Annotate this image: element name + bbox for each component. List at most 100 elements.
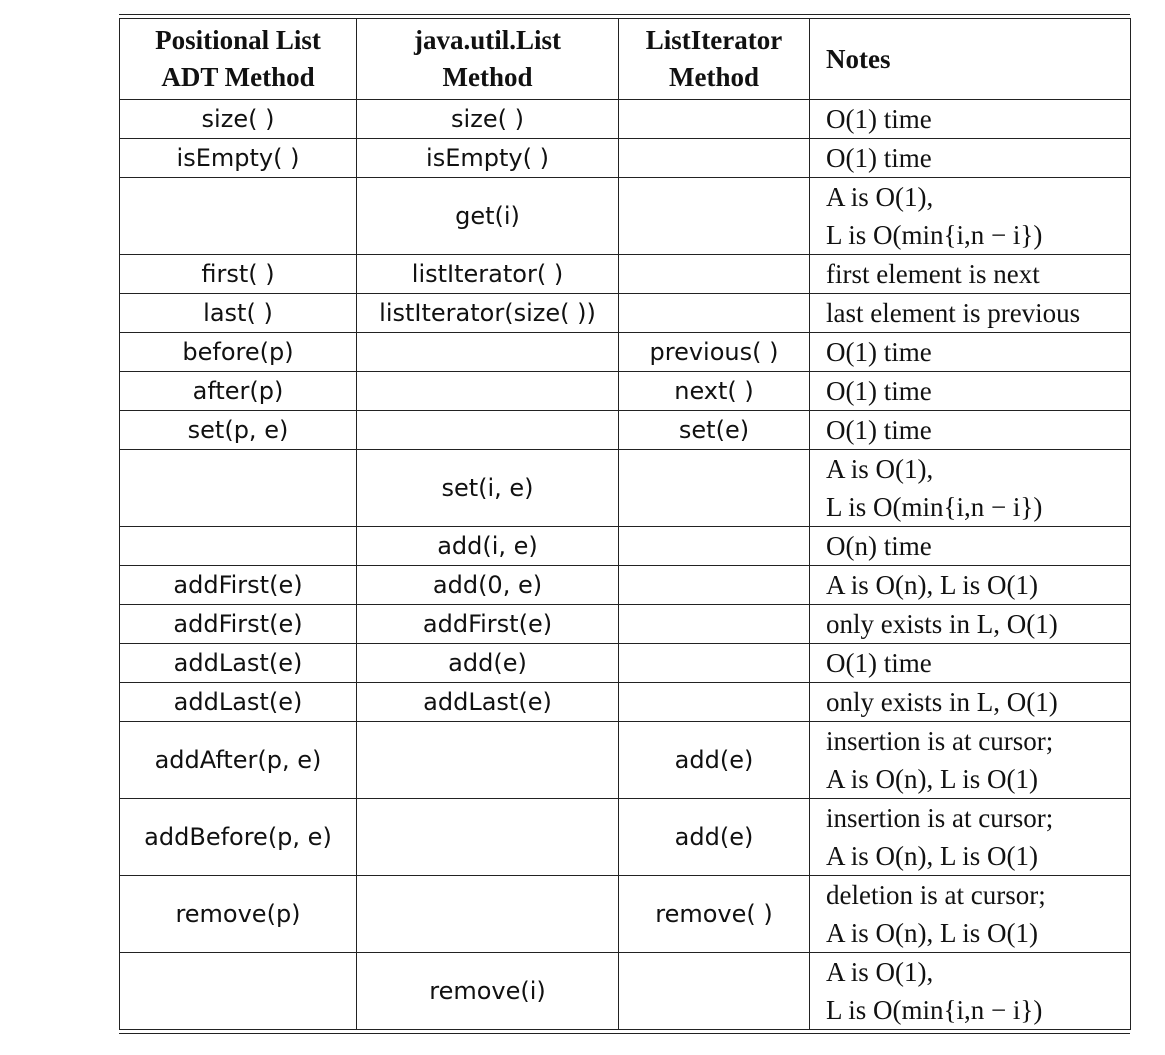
notes-cell: deletion is at cursor; A is O(n), L is O(… — [809, 875, 1131, 953]
notes-cell: O(n) time — [809, 526, 1131, 566]
notes-cell: O(1) time — [809, 99, 1131, 139]
note-line: A is O(1), — [826, 454, 934, 484]
note-line: O(1) time — [826, 337, 932, 367]
table-row: isEmpty( )isEmpty( ) O(1) time — [119, 138, 1131, 178]
header-adt-method: Positional List ADT Method — [119, 18, 357, 100]
list-iterator-method-cell: set(e) — [618, 410, 810, 450]
table-row: addLast(e)add(e)O(1) time — [119, 643, 1131, 683]
table-row: add(i, e) O(n) time — [119, 526, 1131, 566]
table-row: first( )listIterator( ) first element is … — [119, 254, 1131, 294]
adt-method-cell: last( ) — [119, 293, 357, 333]
java-list-method-cell: isEmpty( ) — [356, 138, 619, 178]
note-line: A is O(n), L is O(1) — [826, 918, 1038, 948]
list-iterator-method-cell: next( ) — [618, 371, 810, 411]
adt-method-cell — [119, 526, 357, 566]
table-row: remove(p)remove( )deletion is at cursor;… — [119, 875, 1131, 953]
table-row: addFirst(e)addFirst(e) only exists in L, … — [119, 604, 1131, 644]
table-row: get(i) A is O(1), L is O(min{i,n − i}) — [119, 177, 1131, 255]
table-row: addFirst(e)add(0, e)A is O(n), L is O(1) — [119, 565, 1131, 605]
table-row: last( )listIterator(size( )) last element… — [119, 293, 1131, 333]
java-list-method-cell — [356, 798, 619, 876]
bottom-rule — [119, 1033, 1130, 1034]
note-line: first element is next — [826, 259, 1040, 289]
note-line: A is O(1), — [826, 957, 934, 987]
java-list-method-cell — [356, 721, 619, 799]
java-list-method-cell — [356, 410, 619, 450]
notes-cell: insertion is at cursor;A is O(n), L is O… — [809, 721, 1131, 799]
header-notes: Notes — [809, 18, 1131, 100]
adt-method-cell: remove(p) — [119, 875, 357, 953]
note-line: only exists in L, O(1) — [826, 687, 1058, 717]
adt-method-cell: size( ) — [119, 99, 357, 139]
top-rule — [119, 14, 1130, 15]
java-list-method-cell — [356, 875, 619, 953]
note-line: O(n) time — [826, 531, 932, 561]
java-list-method-cell: listIterator(size( )) — [356, 293, 619, 333]
table-row: addLast(e)addLast(e) only exists in L, O(… — [119, 682, 1131, 722]
list-iterator-method-cell — [618, 565, 810, 605]
adt-method-cell: first( ) — [119, 254, 357, 294]
notes-cell: only exists in L, O(1) — [809, 604, 1131, 644]
list-iterator-method-cell: add(e) — [618, 721, 810, 799]
adt-method-cell: isEmpty( ) — [119, 138, 357, 178]
note-line: O(1) time — [826, 415, 932, 445]
java-list-method-cell: remove(i) — [356, 952, 619, 1030]
notes-cell: O(1) time — [809, 643, 1131, 683]
java-list-method-cell: get(i) — [356, 177, 619, 255]
list-iterator-method-cell: add(e) — [618, 798, 810, 876]
notes-cell: first element is next — [809, 254, 1131, 294]
note-line: A is O(n), L is O(1) — [826, 841, 1038, 871]
note-line: A is O(1), — [826, 182, 934, 212]
table-row: after(p) next( ) O(1) time — [119, 371, 1131, 411]
java-list-method-cell: add(i, e) — [356, 526, 619, 566]
note-line: last element is previous — [826, 298, 1081, 328]
java-list-method-cell — [356, 371, 619, 411]
list-iterator-method-cell — [618, 99, 810, 139]
note-line: L is O(min{i,n − i}) — [826, 995, 1043, 1025]
header-row: Positional List ADT Method java.util.Lis… — [119, 18, 1131, 100]
table-row: remove(i) A is O(1), L is O(min{i,n − i}) — [119, 952, 1131, 1030]
list-iterator-method-cell — [618, 952, 810, 1030]
notes-cell: A is O(n), L is O(1) — [809, 565, 1131, 605]
header-list-iterator-method: ListIterator Method — [618, 18, 810, 100]
note-line: deletion is at cursor; — [826, 880, 1046, 910]
java-list-method-cell: add(0, e) — [356, 565, 619, 605]
list-iterator-method-cell — [618, 254, 810, 294]
java-list-method-cell: listIterator( ) — [356, 254, 619, 294]
adt-method-cell: addFirst(e) — [119, 604, 357, 644]
notes-cell: O(1) time — [809, 410, 1131, 450]
notes-cell: A is O(1), L is O(min{i,n − i}) — [809, 177, 1131, 255]
java-list-method-cell: addLast(e) — [356, 682, 619, 722]
note-line: only exists in L, O(1) — [826, 609, 1058, 639]
adt-method-cell: addAfter(p, e) — [119, 721, 357, 799]
java-list-method-cell: addFirst(e) — [356, 604, 619, 644]
notes-cell: O(1) time — [809, 371, 1131, 411]
note-line: insertion is at cursor; — [826, 803, 1054, 833]
method-comparison-table: Positional List ADT Method java.util.Lis… — [119, 18, 1131, 1030]
java-list-method-cell: set(i, e) — [356, 449, 619, 527]
list-iterator-method-cell — [618, 138, 810, 178]
adt-method-cell: addLast(e) — [119, 682, 357, 722]
note-line: O(1) time — [826, 104, 932, 134]
note-line: L is O(min{i,n − i}) — [826, 220, 1043, 250]
table-row: size( )size( ) O(1) time — [119, 99, 1131, 139]
java-list-method-cell: size( ) — [356, 99, 619, 139]
table-row: addAfter(p, e) add(e)insertion is at curs… — [119, 721, 1131, 799]
note-line: O(1) time — [826, 376, 932, 406]
list-iterator-method-cell — [618, 643, 810, 683]
notes-cell: only exists in L, O(1) — [809, 682, 1131, 722]
list-iterator-method-cell — [618, 604, 810, 644]
list-iterator-method-cell — [618, 177, 810, 255]
notes-cell: A is O(1), L is O(min{i,n − i}) — [809, 449, 1131, 527]
adt-method-cell: after(p) — [119, 371, 357, 411]
adt-method-cell: addBefore(p, e) — [119, 798, 357, 876]
list-iterator-method-cell — [618, 449, 810, 527]
adt-method-cell — [119, 177, 357, 255]
note-line: O(1) time — [826, 143, 932, 173]
adt-method-cell — [119, 449, 357, 527]
note-line: L is O(min{i,n − i}) — [826, 492, 1043, 522]
adt-method-cell: set(p, e) — [119, 410, 357, 450]
table-row: before(p)previous( )O(1) time — [119, 332, 1131, 372]
adt-method-cell: addLast(e) — [119, 643, 357, 683]
table-row: addBefore(p, e) add(e) insertion is at cur… — [119, 798, 1131, 876]
